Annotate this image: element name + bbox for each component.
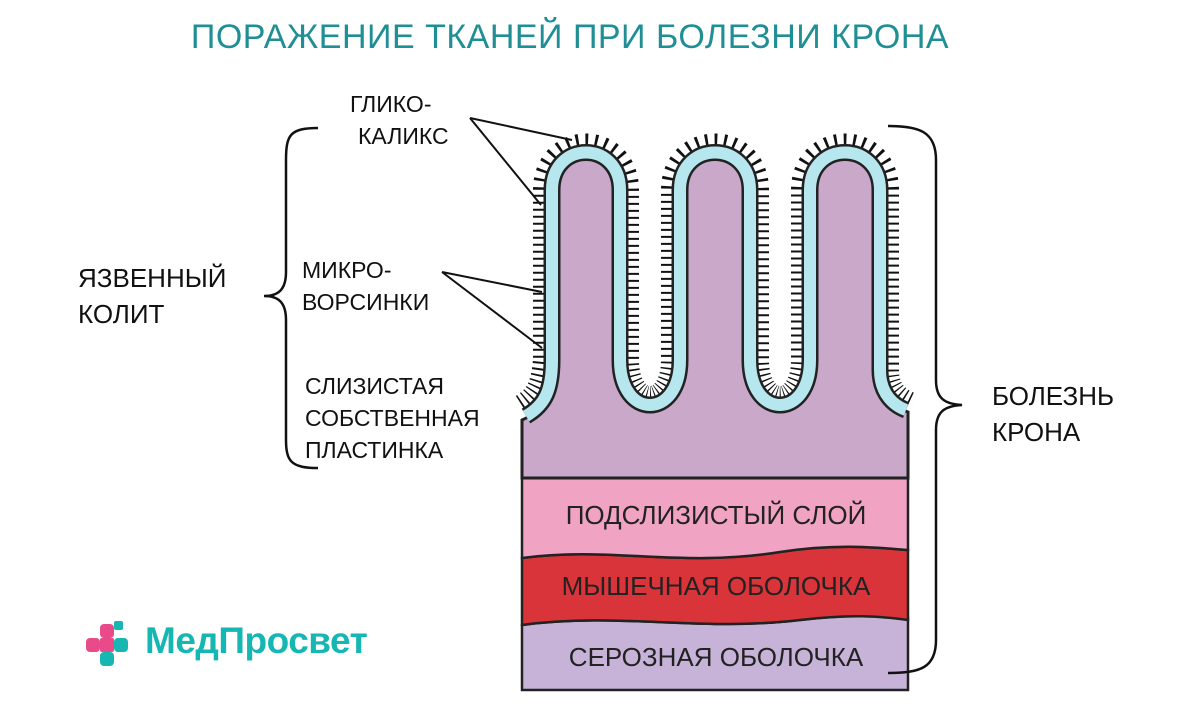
glycocalyx-label-2: КАЛИКС	[358, 123, 449, 149]
right-brace	[887, 124, 963, 675]
lamina-label-2: СОБСТВЕННАЯ	[305, 405, 480, 431]
serosa-label: СЕРОЗНАЯ ОБОЛОЧКА	[568, 642, 864, 672]
medical-cross-icon	[86, 621, 128, 666]
crohns-disease-label-1: БОЛЕЗНЬ	[992, 381, 1115, 411]
ulcerative-colitis-label-2: КОЛИТ	[78, 299, 165, 329]
mucosa-layer	[520, 151, 910, 480]
page-title: ПОРАЖЕНИЕ ТКАНЕЙ ПРИ БОЛЕЗНИ КРОНА	[190, 18, 950, 56]
crohns-disease-label-2: КРОНА	[992, 417, 1081, 447]
microvilli-label-2: ВОРСИНКИ	[302, 289, 430, 315]
glycocalyx-label-1: ГЛИКО-	[350, 91, 432, 117]
ulcerative-colitis-label-1: ЯЗВЕННЫЙ	[78, 263, 227, 293]
microvilli-label-1: МИКРО-	[302, 257, 392, 283]
submucosa-layer	[520, 476, 910, 560]
muscularis-label: МЫШЕЧНАЯ ОБОЛОЧКА	[561, 571, 871, 601]
submucosa-label: ПОДСЛИЗИСТЫЙ СЛОЙ	[565, 500, 867, 530]
logo-text: МедПросвет	[145, 620, 368, 661]
left-brace	[263, 126, 319, 470]
pointer-lines	[441, 117, 573, 349]
lamina-label-3: ПЛАСТИНКА	[305, 437, 444, 463]
lamina-label-1: СЛИЗИСТАЯ	[305, 373, 444, 399]
